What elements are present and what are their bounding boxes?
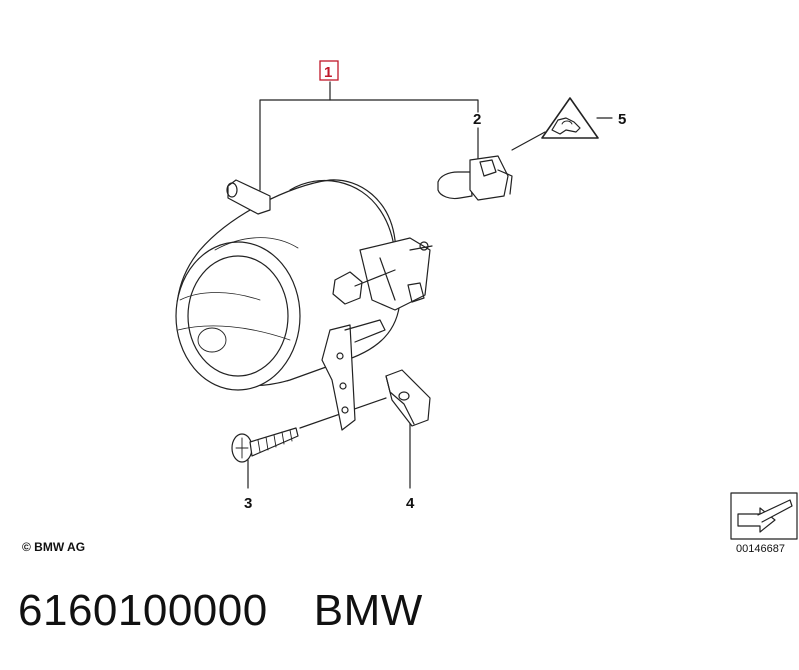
footer-caption: 6160100000 BMW [18, 586, 423, 636]
callout-2: 2 [473, 111, 481, 128]
part-number: 6160100000 [18, 586, 268, 635]
bulb [437, 155, 513, 201]
fog-lamp-housing [175, 179, 433, 431]
parts-diagram: 1 2 3 4 5 [175, 60, 798, 540]
callout-3: 3 [244, 495, 252, 512]
copyright-notice: © BMW AG [22, 540, 86, 554]
callout-5: 5 [618, 111, 626, 128]
diagram-id: 00146687 [736, 543, 785, 555]
callout-1-box [319, 60, 339, 81]
brand-name: BMW [313, 586, 423, 635]
clip-nut [385, 369, 431, 427]
direction-arrow-icon [730, 492, 798, 540]
callout-4: 4 [406, 495, 415, 512]
warning-triangle-icon [541, 97, 599, 139]
callout-1: 1 [324, 64, 332, 81]
screw [231, 427, 299, 463]
